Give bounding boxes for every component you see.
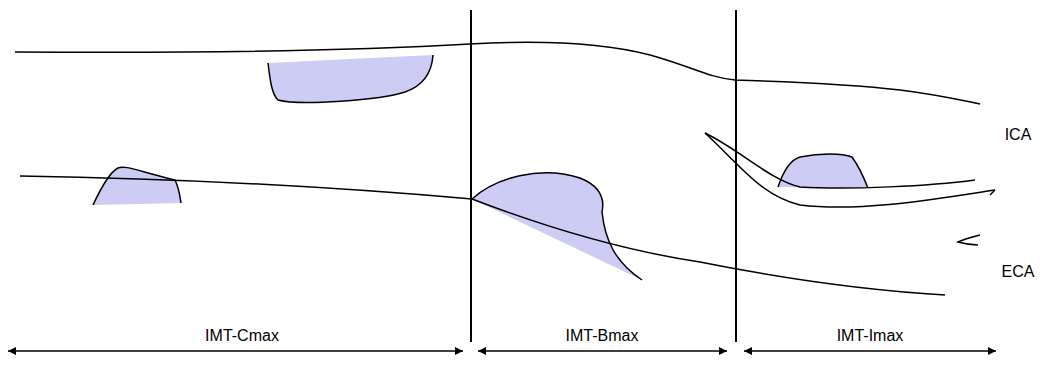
dimension-label: IMT-Bmax: [564, 327, 641, 345]
section-divider: [471, 10, 736, 342]
dimension-label: IMT-Imax: [835, 327, 906, 345]
plaque: [93, 55, 868, 205]
vessel-label: ICA: [1003, 126, 1034, 144]
dimension-label: IMT-Cmax: [203, 327, 281, 345]
vessel-label: ECA: [1000, 263, 1037, 281]
dimension-arrow: [8, 350, 996, 352]
plaque-outline: [472, 173, 642, 280]
artery-wall: [15, 42, 995, 295]
plaque: [472, 173, 642, 280]
